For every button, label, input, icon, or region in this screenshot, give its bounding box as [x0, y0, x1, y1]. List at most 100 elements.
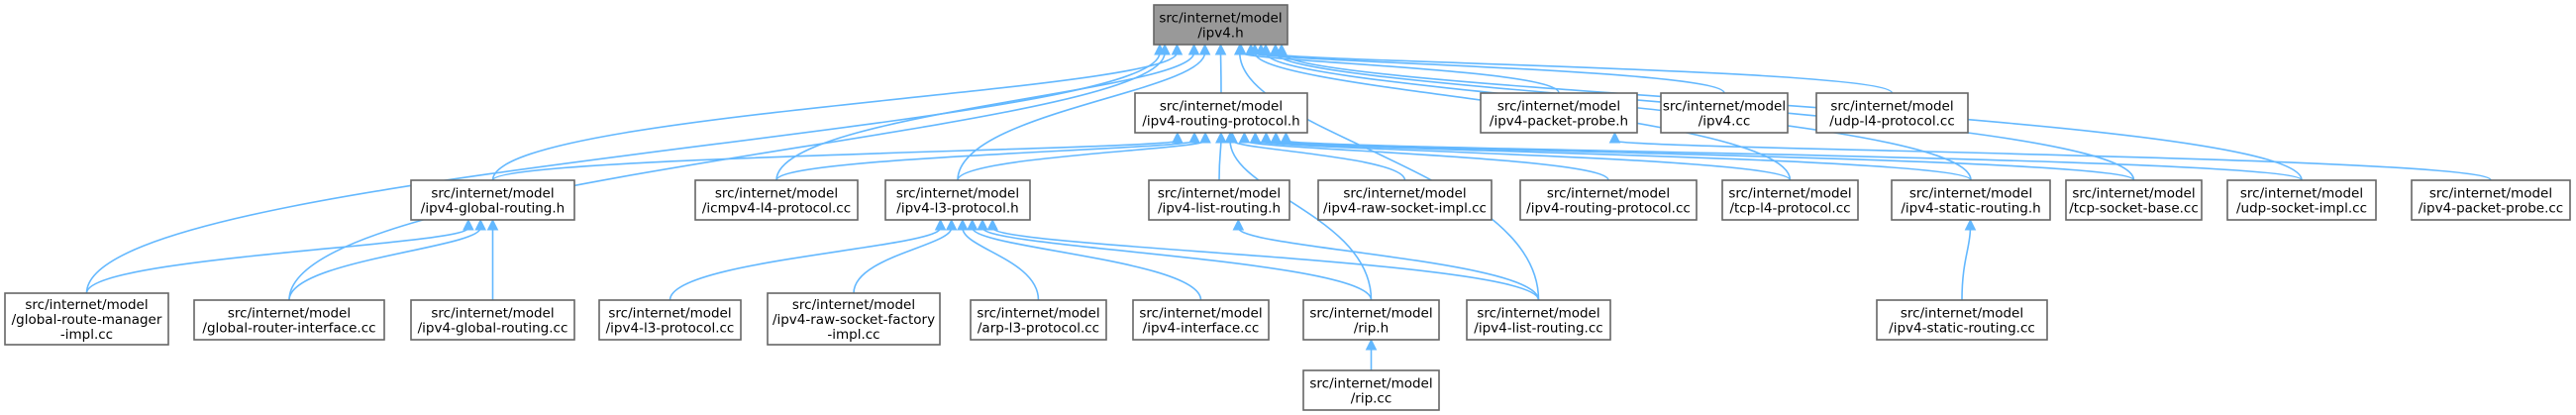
node-udp-l4-cc[interactable]: src/internet/model/udp-l4-protocol.cc: [1815, 92, 1969, 134]
node-tcp-socket-base-cc[interactable]: src/internet/model/tcp-socket-base.cc: [2065, 179, 2203, 221]
node-probe-cc[interactable]: src/internet/model/ipv4-packet-probe.cc: [2411, 179, 2571, 221]
node-raw-socket-cc[interactable]: src/internet/model/ipv4-raw-socket-impl.…: [1317, 179, 1493, 221]
node-static-routing-h[interactable]: src/internet/model/ipv4-static-routing.h: [1891, 179, 2051, 221]
node-udp-socket-cc[interactable]: src/internet/model/udp-socket-impl.cc: [2226, 179, 2377, 221]
edge-arrowhead: [1260, 43, 1272, 55]
edge-arrowhead: [1215, 131, 1227, 144]
edge-global_routing_cc-to-global_routing_h: [486, 218, 499, 301]
edge-static_routing_h-to-routing_h: [1260, 131, 1972, 181]
node-routing-h[interactable]: src/internet/model/ipv4-routing-protocol…: [1134, 92, 1308, 134]
node-tcp-l4-cc[interactable]: src/internet/model/tcp-l4-protocol.cc: [1721, 179, 1859, 221]
node-label-line: /ipv4-global-routing.cc: [418, 321, 568, 337]
edge-tcp_socket_base_cc-to-routing_h: [1270, 131, 2135, 181]
edge-arrowhead: [986, 218, 998, 231]
node-icmpv4-cc[interactable]: src/internet/model/icmpv4-l4-protocol.cc: [694, 179, 859, 221]
node-grm-impl-cc[interactable]: src/internet/model/global-route-manager-…: [4, 292, 169, 346]
node-label-line: /global-router-interface.cc: [202, 321, 375, 337]
node-label-line: src/internet/model: [1830, 99, 1953, 115]
edge-arrowhead: [1276, 43, 1288, 55]
edge-udp_socket_cc-to-routing_h: [1280, 131, 2303, 181]
edge-line: [1229, 140, 1373, 301]
node-box: [1660, 92, 1789, 134]
node-label-line: /rip.h: [1354, 321, 1389, 337]
node-l3-cc[interactable]: src/internet/model/ipv4-l3-protocol.cc: [598, 299, 742, 341]
edge-line: [288, 52, 1166, 301]
node-gri-cc[interactable]: src/internet/model/global-router-interfa…: [193, 299, 385, 341]
edge-arrowhead: [463, 218, 474, 231]
node-label-line: src/internet/model: [1309, 376, 1432, 392]
node-label-line: src/internet/model: [1160, 99, 1283, 115]
edge-line: [1281, 52, 2303, 181]
node-box: [598, 299, 742, 341]
edge-line: [1260, 52, 1894, 94]
node-rip-h[interactable]: src/internet/model/rip.h: [1302, 299, 1440, 341]
edge-line: [669, 227, 942, 301]
edge-static_routing_cc-to-static_routing_h: [1961, 218, 1977, 301]
edge-arrowhead: [945, 218, 958, 231]
node-label-line: src/internet/model: [977, 306, 1099, 322]
node-global-routing-h[interactable]: src/internet/model/ipv4-global-routing.h: [410, 179, 575, 221]
node-l3-h[interactable]: src/internet/model/ipv4-l3-protocol.h: [884, 179, 1031, 221]
node-raw-factory-cc[interactable]: src/internet/model/ipv4-raw-socket-facto…: [767, 292, 941, 346]
node-label-line: src/internet/model: [431, 186, 554, 202]
edge-interface_cc-to-l3_h: [966, 218, 1202, 301]
edge-tcp_l4_cc-to-routing_h: [1249, 131, 1792, 181]
edge-rip_cc-to-rip_h: [1365, 338, 1378, 370]
node-label-line: src/internet/model: [1158, 186, 1281, 202]
node-global-routing-cc[interactable]: src/internet/model/ipv4-global-routing.c…: [410, 299, 575, 341]
node-label-line: src/internet/model: [25, 297, 148, 313]
node-box: [1148, 179, 1290, 221]
node-routing-cc[interactable]: src/internet/model/ipv4-routing-protocol…: [1519, 179, 1698, 221]
edge-global_routing_h-to-routing_h: [491, 131, 1184, 181]
node-label-line: src/internet/model: [1343, 186, 1466, 202]
node-probe-h[interactable]: src/internet/model/ipv4-packet-probe.h: [1480, 92, 1638, 134]
edge-arrowhead: [966, 218, 979, 231]
edge-raw_factory_cc-to-l3_h: [853, 218, 958, 294]
node-label-line: /ipv4.h: [1197, 26, 1243, 42]
edge-arrowhead: [1964, 218, 1977, 231]
edge-rip_h-to-routing_h: [1224, 131, 1373, 301]
node-label-line: src/internet/model: [1477, 306, 1599, 322]
node-static-routing-cc[interactable]: src/internet/model/ipv4-static-routing.c…: [1876, 299, 2048, 341]
edge-line: [957, 140, 1206, 181]
edge-arrowhead: [1171, 43, 1184, 55]
node-label-line: /tcp-socket-base.cc: [2069, 201, 2199, 217]
node-box: [1153, 4, 1288, 46]
node-box: [694, 179, 859, 221]
node-ipv4-h[interactable]: src/internet/model/ipv4.h: [1153, 4, 1288, 46]
edge-icmpv4_cc-to-ipv4_h: [775, 43, 1200, 181]
node-label-line: /ipv4-static-routing.h: [1901, 201, 2040, 217]
edge-line: [1613, 140, 2492, 181]
node-arp-l3-cc[interactable]: src/internet/model/arp-l3-protocol.cc: [970, 299, 1107, 341]
edge-line: [1238, 52, 1540, 301]
edge-line: [1237, 227, 1540, 301]
node-label-line: /udp-l4-protocol.cc: [1829, 114, 1955, 130]
edge-routing_h-to-ipv4_h: [1214, 43, 1227, 94]
edge-list_routing_cc-to-l3_h: [986, 218, 1540, 301]
node-ipv4-cc[interactable]: src/internet/model/ipv4.cc: [1660, 92, 1789, 134]
edge-arrowhead: [1224, 131, 1236, 144]
node-label-line: /ipv4-packet-probe.cc: [2419, 201, 2563, 217]
node-box: [1317, 179, 1493, 221]
node-list-routing-h[interactable]: src/internet/model/ipv4-list-routing.h: [1148, 179, 1290, 221]
edge-line: [1285, 140, 2303, 181]
node-label-line: /ipv4-l3-protocol.h: [896, 201, 1018, 217]
edge-udp_l4_cc-to-ipv4_h: [1255, 43, 1894, 94]
node-box: [1302, 369, 1440, 411]
node-box: [410, 179, 575, 221]
node-label-line: /arp-l3-protocol.cc: [978, 321, 1099, 337]
edge-list_routing_h-to-routing_h: [1215, 131, 1227, 181]
node-box: [1134, 92, 1308, 134]
node-list-routing-cc[interactable]: src/internet/model/ipv4-list-routing.cc: [1466, 299, 1611, 341]
edge-arrowhead: [1172, 131, 1184, 144]
node-interface-cc[interactable]: src/internet/model/ipv4-interface.cc: [1132, 299, 1270, 341]
node-rip-cc[interactable]: src/internet/model/rip.cc: [1302, 369, 1440, 411]
edge-list_routing_cc-to-list_routing_h: [1232, 218, 1540, 301]
edge-arrowhead: [1187, 43, 1200, 55]
node-box: [884, 179, 1031, 221]
edge-global_routing_h-to-ipv4_h: [491, 43, 1184, 181]
edge-line: [1265, 140, 1972, 181]
edge-arrowhead: [1159, 43, 1171, 55]
edge-line: [981, 227, 1373, 301]
